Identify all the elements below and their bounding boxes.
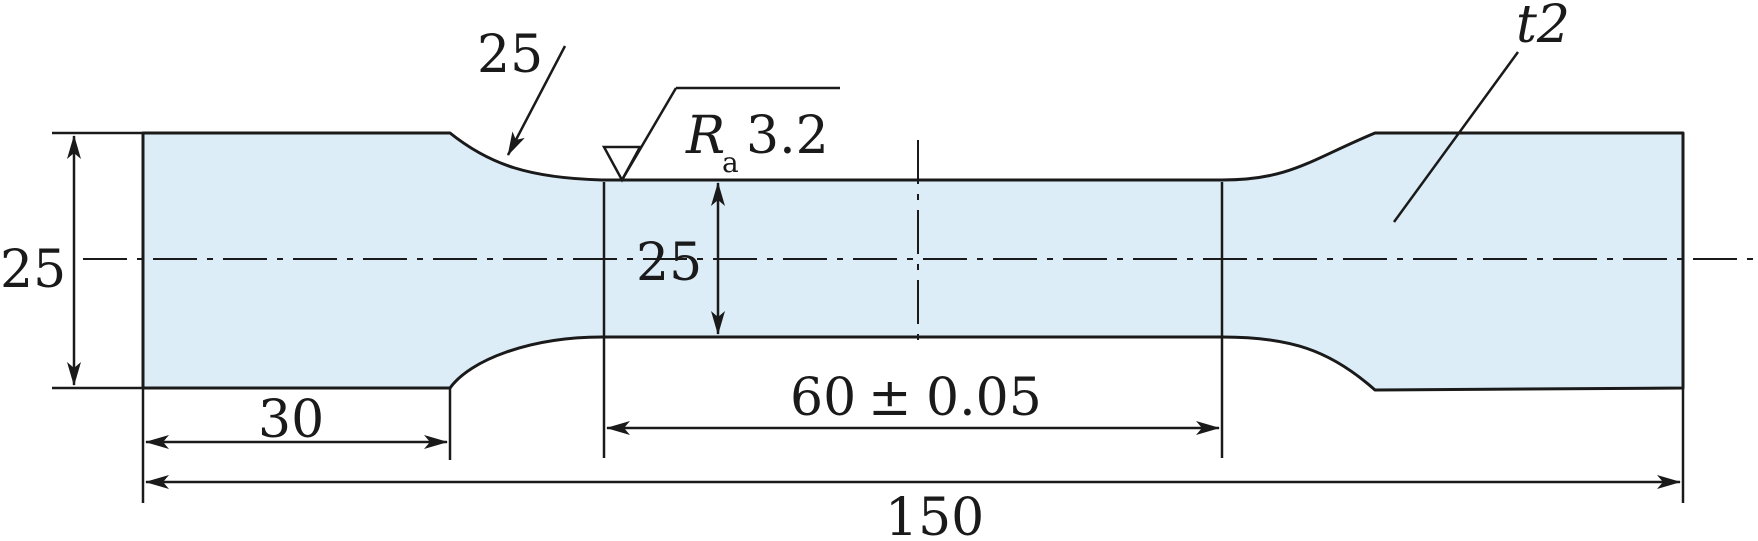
surface-finish-label: R a 3.2 [685,106,829,179]
thickness-leader-line [1392,51,1520,223]
gauge-width-label: 25 [636,233,702,293]
svg-text:R: R [685,106,725,166]
svg-text:±: ± [868,368,912,428]
grip-length-label: 30 [258,390,324,450]
thickness-label: t2 [1516,0,1570,55]
fillet-radius-label: 25 [477,25,543,85]
svg-text:0.05: 0.05 [926,368,1042,428]
svg-text:a: a [722,146,739,179]
specimen-body [141,131,1685,392]
total-length-label: 150 [885,488,984,541]
fillet-leader-arrow [506,45,567,156]
grip-width-label: 25 [0,240,66,300]
svg-text:3.2: 3.2 [746,106,829,166]
gauge-length-label: 60 ± 0.05 [790,368,1042,428]
svg-text:60: 60 [790,368,856,428]
surface-roughness-symbol [601,86,840,183]
